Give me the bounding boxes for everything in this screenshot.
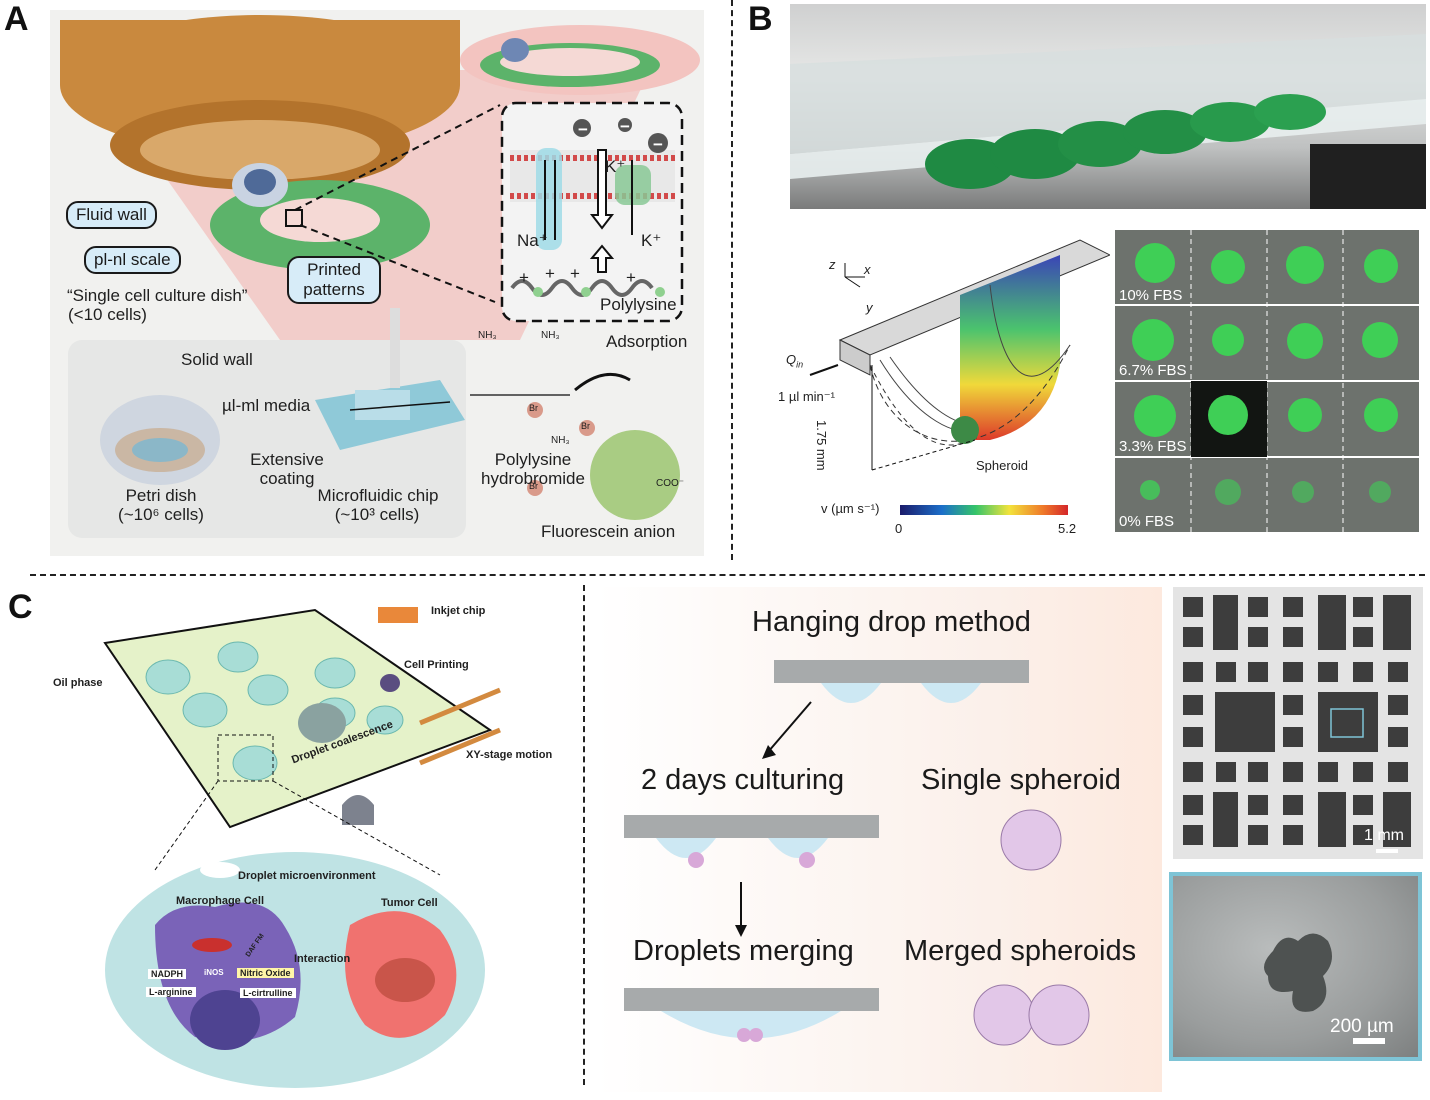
axis-y: y bbox=[866, 300, 873, 315]
chip-cells-label: (~10³ cells) bbox=[334, 505, 420, 524]
merged-spheroids-title: Merged spheroids bbox=[904, 935, 1137, 967]
fbs-label-3: 3.3% FBS bbox=[1119, 438, 1187, 455]
k-plus-bottom: K⁺ bbox=[641, 231, 662, 250]
axis-z: z bbox=[829, 257, 836, 272]
single-cell-dish: “Single cell culture dish” bbox=[67, 286, 248, 305]
plus-4: + bbox=[626, 268, 636, 287]
flow-diagram-graphic bbox=[809, 239, 1112, 515]
extensive-coating-label: Extensive coating bbox=[250, 450, 324, 488]
macrophage-label: Macrophage Cell bbox=[176, 895, 265, 907]
polylysine-label: Polylysine bbox=[600, 295, 677, 314]
plus-1: + bbox=[519, 268, 529, 287]
br-2: Br bbox=[581, 421, 590, 431]
single-spheroid-title: Single spheroid bbox=[921, 764, 1121, 796]
pl-nl-scale-label: pl-nl scale bbox=[84, 246, 181, 274]
coo-label: COO⁻ bbox=[656, 478, 685, 489]
cells-lt10: (<10 cells) bbox=[68, 305, 147, 324]
nh3-1: NH₃ bbox=[478, 330, 497, 341]
fluid-wall-label: Fluid wall bbox=[66, 201, 157, 229]
velocity-label: v (µm s⁻¹) bbox=[821, 501, 880, 516]
inkjet-chip-label: Inkjet chip bbox=[431, 605, 486, 617]
flow-diagram bbox=[770, 225, 1112, 545]
xy-stage-label: XY-stage motion bbox=[466, 749, 553, 761]
cell-printing-label: Cell Printing bbox=[404, 659, 469, 671]
adsorption-label: Adsorption bbox=[606, 332, 688, 351]
minus-2: − bbox=[620, 117, 630, 136]
fbs-label-2: 6.7% FBS bbox=[1119, 362, 1187, 379]
plus-3: + bbox=[570, 264, 580, 283]
divider-cd bbox=[583, 585, 585, 1085]
nh3-2: NH₃ bbox=[541, 330, 560, 341]
droplets-merging-title: Droplets merging bbox=[633, 935, 854, 967]
zoom-inset-image: 200 µm bbox=[1169, 872, 1422, 1061]
divider-ab bbox=[731, 0, 733, 560]
two-days-title: 2 days culturing bbox=[641, 764, 845, 796]
panel-a-illustration bbox=[50, 10, 704, 556]
microfluidic-chip-label: Microfluidic chip bbox=[317, 486, 439, 505]
droplet-photo bbox=[790, 4, 1426, 209]
spheroid-grid: 10% FBS 6.7% FBS 3.3% FBS 0% FBS bbox=[1115, 230, 1419, 532]
panel-b-letter: B bbox=[748, 0, 773, 38]
panel-c-graphic bbox=[103, 607, 501, 1088]
height-label: 1.75 mm bbox=[814, 420, 829, 471]
panel-d-svg bbox=[624, 660, 1090, 1046]
fbs-label-1: 10% FBS bbox=[1119, 287, 1183, 304]
na-plus: Na⁺ bbox=[517, 231, 548, 250]
droplet-photo-graphic bbox=[790, 34, 1426, 209]
ul-ml-media-label: µl-ml media bbox=[222, 396, 311, 415]
minus-3: − bbox=[653, 135, 663, 154]
br-3: Br bbox=[529, 481, 538, 491]
velocity-min: 0 bbox=[895, 521, 903, 536]
microwell-graphic bbox=[1183, 595, 1411, 853]
nh3-3: NH₃ bbox=[551, 435, 570, 446]
br-1: Br bbox=[529, 403, 538, 413]
axis-x: x bbox=[864, 262, 871, 277]
oil-phase-label: Oil phase bbox=[53, 677, 103, 689]
l-citrulline-label: L-cirtrulline bbox=[240, 988, 296, 998]
printed-patterns-label: Printed patterns bbox=[287, 256, 381, 304]
velocity-max: 5.2 bbox=[1058, 521, 1077, 536]
l-arginine-label: L-arginine bbox=[146, 987, 196, 997]
petri-dish-label: Petri dish bbox=[125, 486, 197, 505]
fluorescein-anion-label: Fluorescein anion bbox=[541, 522, 676, 541]
interaction-label: Interaction bbox=[294, 953, 351, 965]
inos-label: iNOS bbox=[204, 968, 224, 977]
microwell-image: 1 mm bbox=[1173, 587, 1423, 859]
panel-a-letter: A bbox=[4, 0, 29, 38]
solid-wall-label: Solid wall bbox=[181, 350, 253, 369]
flow-rate-label: 1 µl min⁻¹ bbox=[778, 389, 835, 404]
q-in-sub: in bbox=[796, 359, 804, 370]
minus-1: − bbox=[578, 120, 588, 139]
plus-2: + bbox=[545, 264, 555, 283]
scale-1mm: 1 mm bbox=[1364, 827, 1404, 844]
spheroid-grid-lines bbox=[1115, 230, 1419, 532]
panel-c-letter: C bbox=[8, 588, 33, 626]
spheroid-label: Spheroid bbox=[976, 458, 1029, 473]
k-plus-top: K⁺ bbox=[605, 157, 626, 176]
fbs-label-4: 0% FBS bbox=[1119, 513, 1175, 530]
scale-200um: 200 µm bbox=[1330, 1016, 1394, 1037]
nitric-oxide-label: Nitric Oxide bbox=[237, 968, 294, 978]
petri-cells-label: (~10⁶ cells) bbox=[118, 505, 204, 524]
tumor-label: Tumor Cell bbox=[381, 897, 438, 909]
droplet-micro-label: Droplet microenvironment bbox=[238, 870, 376, 882]
nadph-label: NADPH bbox=[148, 969, 187, 979]
panel-d-graphic bbox=[596, 587, 1162, 1092]
polylysine-hbr-label: Polylysine hydrobromide bbox=[481, 450, 585, 488]
panel-c-illustration bbox=[60, 595, 570, 1095]
q-in-text: Q bbox=[786, 352, 797, 367]
divider-top-bottom bbox=[30, 574, 1425, 576]
zoom-inset-graphic bbox=[1264, 933, 1385, 1044]
printed-patterns-text: Printed patterns bbox=[303, 260, 365, 299]
q-in-label: Qin bbox=[786, 352, 803, 370]
panel-a-graphic bbox=[60, 15, 700, 538]
hanging-drop-title: Hanging drop method bbox=[752, 606, 1031, 638]
